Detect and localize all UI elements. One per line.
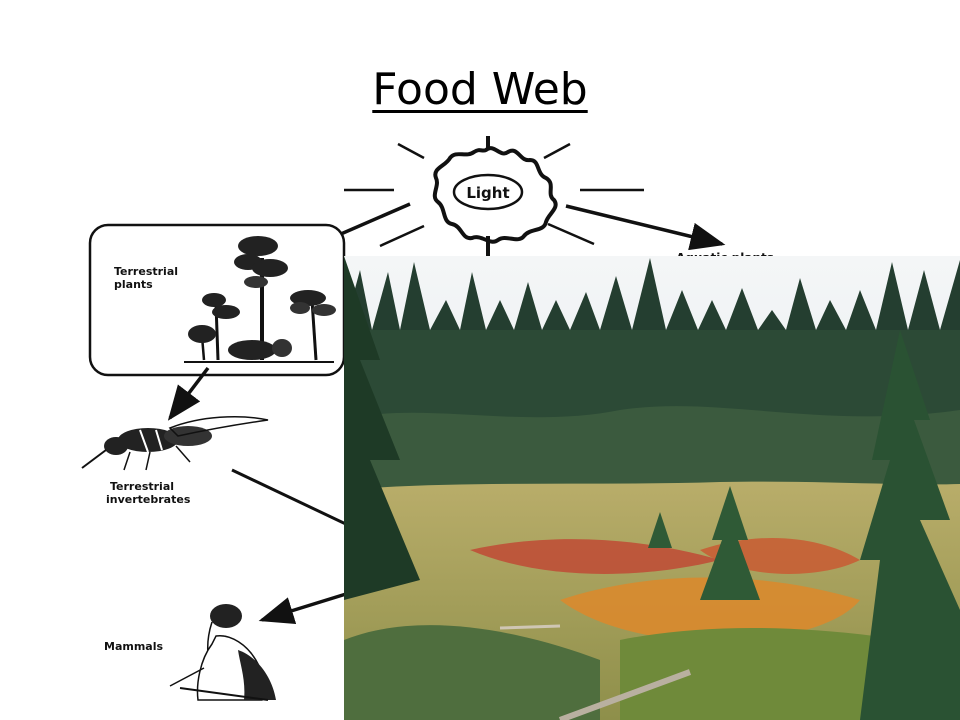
meadow-photo: [344, 256, 960, 720]
arrow-light-to-aquatic: [565, 204, 726, 251]
slide-title-text: Food Web: [372, 64, 588, 115]
person-icon: [169, 604, 276, 701]
sun-icon: [344, 136, 644, 256]
mammals-label: Mammals: [104, 640, 163, 653]
light-label: Light: [466, 184, 509, 202]
terrestrial-plants-label-line1: Terrestrial: [114, 265, 178, 278]
arrow-plants-to-invertebrates: [167, 366, 210, 421]
wasp-icon: [81, 415, 269, 471]
arrow-invertebrates-to-fish: [231, 468, 351, 528]
invertebrates-label-line2: invertebrates: [106, 493, 191, 506]
arrow-to-mammals: [258, 592, 347, 625]
invertebrates-label-line1: Terrestrial: [110, 480, 174, 493]
terrestrial-plants-label-line2: plants: [114, 278, 153, 291]
slide-title: Food Web: [0, 62, 960, 118]
trees-icon: [184, 236, 336, 363]
